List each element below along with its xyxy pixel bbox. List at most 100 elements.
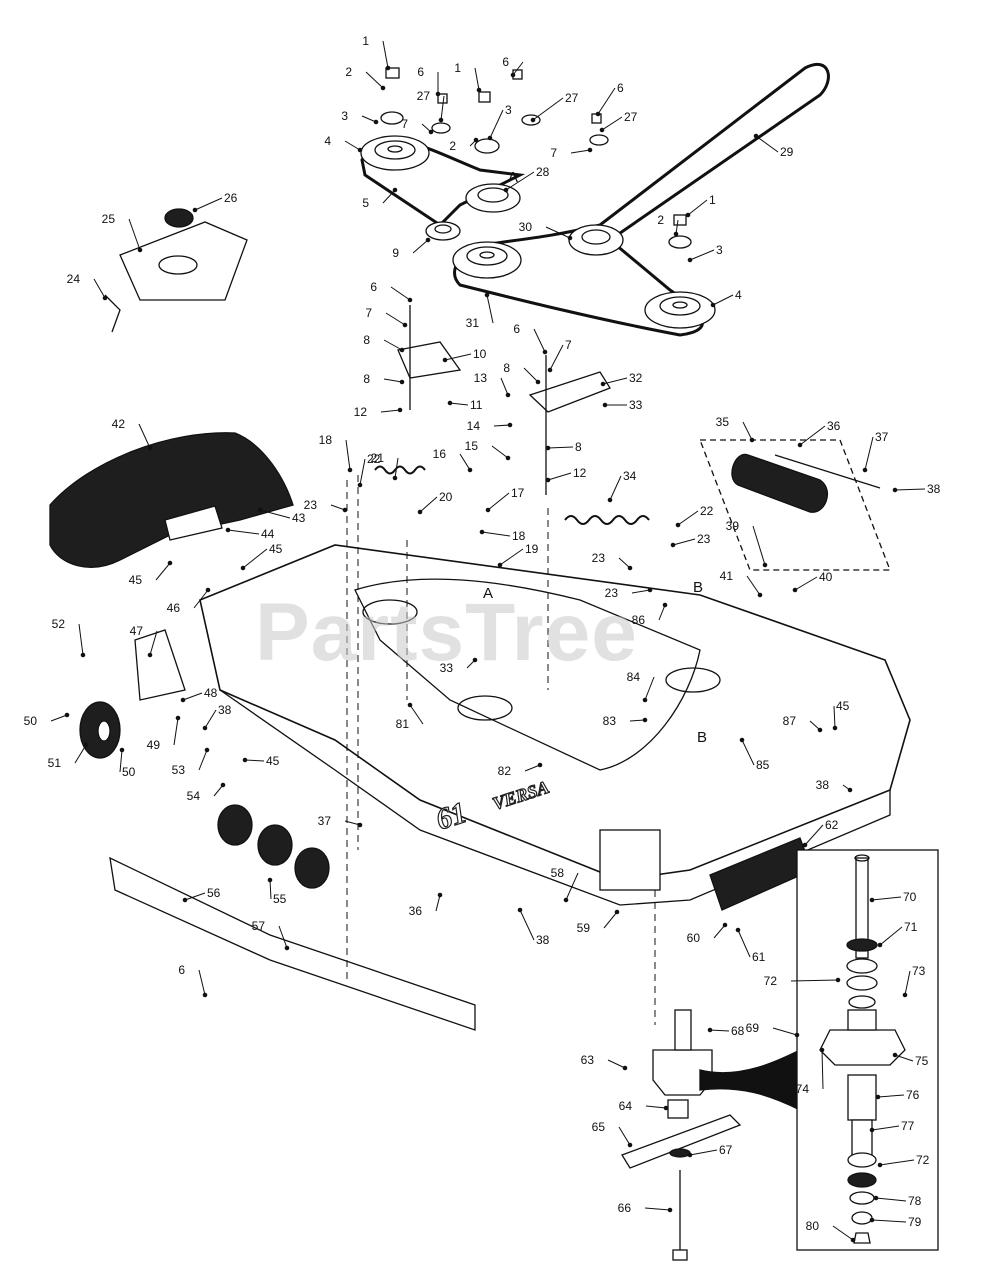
- part-callout-45: 45: [269, 542, 283, 556]
- part-callout-45: 45: [129, 573, 143, 587]
- part-callout-26: 26: [224, 191, 238, 205]
- leader-line: [609, 475, 622, 501]
- part-callout-2: 2: [449, 139, 456, 153]
- part-callout-68: 68: [731, 1024, 745, 1038]
- leader-arrowhead: [397, 407, 403, 413]
- leader-line: [244, 759, 265, 762]
- part-callout-6: 6: [502, 55, 509, 69]
- leader-arrowhead: [675, 522, 681, 528]
- part-callout-8: 8: [363, 372, 370, 386]
- part-callout-6: 6: [617, 81, 624, 95]
- leader-line: [618, 557, 631, 569]
- belt-cover-25: [119, 221, 248, 301]
- leader-line: [493, 424, 511, 427]
- leader-line: [629, 719, 646, 722]
- leader-line: [182, 692, 203, 701]
- leader-line: [138, 423, 151, 449]
- leader-line: [444, 353, 472, 361]
- mower-deck-58: [199, 544, 911, 881]
- baffle-56: [109, 856, 476, 1031]
- part-callout-13: 13: [474, 371, 488, 385]
- part-callout-56: 56: [207, 886, 221, 900]
- part-callout-50: 50: [24, 714, 38, 728]
- leader-arrowhead: [373, 119, 379, 125]
- part-callout-23: 23: [697, 532, 711, 546]
- leader-arrowhead: [220, 782, 226, 788]
- part-callout-60: 60: [687, 931, 701, 945]
- leader-line: [361, 115, 377, 123]
- leader-arrowhead: [192, 207, 198, 213]
- part-callout-58: 58: [551, 866, 565, 880]
- part-callout-37: 37: [318, 814, 332, 828]
- leader-line: [394, 457, 399, 479]
- leader-line: [597, 87, 616, 115]
- leader-arrowhead: [472, 657, 478, 663]
- leader-arrowhead: [402, 322, 408, 328]
- part-callout-86: 86: [632, 613, 646, 627]
- leader-arrowhead: [476, 87, 482, 93]
- leader-line: [742, 421, 753, 441]
- leader-arrowhead: [869, 897, 875, 903]
- leader-arrowhead: [385, 65, 391, 71]
- blade-65: [621, 1114, 742, 1169]
- part-callout-71: 71: [904, 920, 918, 934]
- detail-letter-a-top: A: [508, 169, 518, 186]
- leader-line: [833, 705, 836, 729]
- pulley-4-right: [644, 291, 716, 329]
- leader-line: [390, 286, 411, 301]
- part-callout-78: 78: [908, 1194, 922, 1208]
- part-callout-8: 8: [503, 361, 510, 375]
- part-callout-17: 17: [511, 486, 525, 500]
- part-callout-47: 47: [130, 624, 144, 638]
- part-callout-2: 2: [345, 65, 352, 79]
- part-callout-46: 46: [167, 601, 181, 615]
- idler-arm-32: [528, 371, 611, 413]
- part-callout-57: 57: [252, 919, 266, 933]
- part-callout-65: 65: [592, 1120, 606, 1134]
- leader-arrowhead: [847, 787, 853, 793]
- part-callout-6: 6: [513, 322, 520, 336]
- leader-line: [119, 749, 123, 773]
- leader-line: [173, 717, 179, 746]
- leader-line: [365, 71, 384, 89]
- leader-line: [894, 488, 926, 491]
- part-callout-27: 27: [565, 91, 579, 105]
- part-callout-6: 6: [417, 65, 424, 79]
- part-callout-69: 69: [746, 1021, 760, 1035]
- part-callout-50: 50: [122, 765, 136, 779]
- leader-line: [149, 630, 158, 656]
- leader-arrowhead: [537, 762, 543, 768]
- leader-arrowhead: [642, 697, 648, 703]
- leader-line: [242, 548, 268, 569]
- leader-arrowhead: [902, 992, 908, 998]
- leader-arrowhead: [567, 235, 573, 241]
- spindle-housing: [652, 1049, 713, 1096]
- leader-line: [755, 135, 779, 153]
- pulley-28: [465, 183, 521, 213]
- leader-line: [877, 1094, 905, 1098]
- part-callout-7: 7: [365, 306, 372, 320]
- part-callout-66: 66: [618, 1201, 632, 1215]
- part-callout-10: 10: [473, 347, 487, 361]
- leader-arrowhead: [425, 237, 431, 243]
- leader-arrowhead: [762, 562, 768, 568]
- part-callout-3: 3: [716, 243, 723, 257]
- leader-line: [772, 1027, 798, 1036]
- part-callout-85: 85: [756, 758, 770, 772]
- leader-arrowhead: [685, 212, 691, 218]
- leader-line: [532, 97, 564, 121]
- leader-arrowhead: [797, 442, 803, 448]
- pulley-4-left: [360, 135, 430, 171]
- part-callout-24: 24: [67, 272, 81, 286]
- leader-arrowhead: [119, 747, 125, 753]
- leader-line: [440, 95, 445, 121]
- leader-arrowhead: [180, 697, 186, 703]
- leader-line: [524, 764, 541, 772]
- leader-line: [78, 623, 84, 656]
- leader-arrowhead: [503, 187, 509, 193]
- part-callout-1: 1: [362, 34, 369, 48]
- leader-arrowhead: [202, 725, 208, 731]
- leader-arrowhead: [428, 129, 434, 135]
- leader-line: [549, 344, 564, 371]
- leader-arrowhead: [83, 742, 89, 748]
